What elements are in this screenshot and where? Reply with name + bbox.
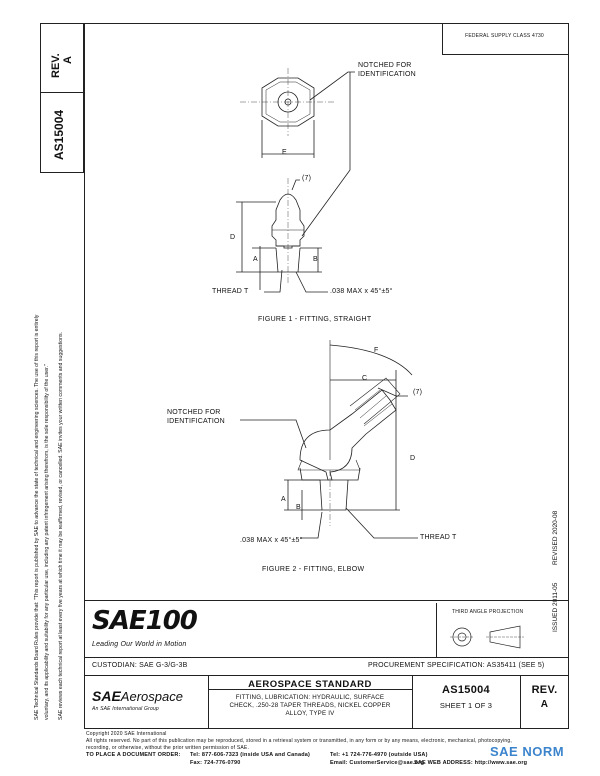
fig1-dim-E: E [282, 149, 287, 156]
fig2-dim-F: F [374, 347, 379, 354]
sae-norm-watermark: SAE NORM [490, 744, 565, 759]
fax: Fax: 724-776-0790 [190, 760, 241, 766]
title-line-1: FITTING, LUBRICATION: HYDRAULIC, SURFACE [235, 694, 385, 701]
fig2-radius: (7) [413, 389, 423, 396]
brand-subline: An SAE International Group [92, 706, 159, 712]
fig1-dim-B: B [313, 256, 318, 263]
sae-aerospace-brand: SAEAerospace [92, 688, 183, 706]
order-label: TO PLACE A DOCUMENT ORDER: [86, 752, 181, 758]
third-angle-box [436, 603, 545, 657]
tb-divider-1 [208, 675, 209, 729]
fig1-notch-label-2: IDENTIFICATION [358, 71, 416, 78]
fig2-notch-label-1: NOTCHED FOR [167, 409, 221, 416]
fig2-dim-B: B [296, 504, 301, 511]
procurement-spec: PROCUREMENT SPECIFICATION: AS35411 (SEE … [368, 662, 545, 669]
figure1-drawing [236, 68, 355, 293]
figure2-drawing [240, 340, 418, 539]
custodian: CUSTODIAN: SAE G-3/G-3B [92, 662, 188, 669]
fsc-box [442, 23, 569, 55]
fig2-thread: THREAD T [420, 534, 457, 541]
rev-label: REV. [50, 53, 62, 78]
fig1-dim-A: A [253, 256, 258, 263]
doc-number-vertical: AS15004 [52, 109, 66, 160]
sae100-logo-100: 100 [145, 606, 198, 636]
tb-divider-2 [412, 675, 413, 729]
row-divider [84, 675, 569, 676]
tb-rev-value: A [540, 699, 549, 710]
fig1-chamfer: .038 MAX x 45°±5° [330, 288, 393, 295]
sheet-number: SHEET 1 OF 3 [439, 701, 493, 710]
standard-heading: AEROSPACE STANDARD [248, 679, 372, 690]
rev-box [40, 23, 84, 93]
rev-value: A [62, 56, 74, 64]
email: Email: CustomerService@sae.org [330, 760, 425, 766]
tb-rev-label: REV. [531, 684, 558, 696]
fig2-dim-C: C [362, 375, 368, 382]
tb-heading-rule [208, 689, 412, 690]
title-line-3: ALLOY, TYPE IV [285, 710, 335, 717]
figure2-caption: FIGURE 2 - FITTING, ELBOW [262, 566, 365, 573]
third-angle-symbol [450, 625, 524, 649]
doc-number-box [40, 93, 84, 173]
tagline: Leading Our World in Motion [92, 641, 187, 648]
revised-date: REVISED 2020-08 [552, 510, 559, 565]
tb-divider-3 [520, 675, 521, 729]
fig1-notch-label-1: NOTCHED FOR [358, 62, 412, 69]
title-line-2: CHECK, .250-28 TAPER THREADS, NICKEL COP… [229, 702, 391, 709]
logo-band [84, 600, 569, 658]
tel-inside: Tel: 877-606-7323 (inside USA and Canada… [190, 752, 311, 758]
legal-notice-3: SAE reviews each technical report at lea… [58, 332, 64, 720]
fig1-dim-D: D [230, 234, 236, 241]
fig1-radius: (7) [302, 175, 312, 182]
sae100-logo-sae: SAE [92, 606, 147, 636]
brand-aerospace: Aerospace [120, 689, 183, 704]
fig2-notch-label-2: IDENTIFICATION [167, 418, 225, 425]
sae100-logo: SAE100 [92, 606, 198, 636]
copyright: Copyright 2020 SAE International [86, 731, 167, 737]
legal-notice-2: voluntary, and its applicability and sui… [44, 364, 50, 720]
fig2-dim-A: A [281, 496, 286, 503]
rights-line-1: All rights reserved. No part of this pub… [86, 738, 512, 744]
fig2-chamfer: .038 MAX x 45°±5° [240, 537, 303, 544]
tb-doc-number: AS15004 [442, 684, 490, 696]
fig1-thread: THREAD T [212, 288, 249, 295]
rights-line-2: recording, or otherwise, without the pri… [86, 745, 250, 751]
legal-notice-1: SAE Technical Standards Board Rules prov… [34, 314, 40, 720]
drawing-frame [84, 23, 569, 729]
tel-outside: Tel: +1 724-776-4970 (outside USA) [330, 752, 428, 758]
fsc-text: FEDERAL SUPPLY CLASS 4730 [465, 33, 544, 39]
third-angle-label: THIRD ANGLE PROJECTION [452, 609, 524, 615]
figure1-caption: FIGURE 1 - FITTING, STRAIGHT [258, 316, 372, 323]
web-address[interactable]: SAE WEB ADDRESS: http://www.sae.org [414, 760, 528, 766]
fig2-dim-D: D [410, 455, 416, 462]
brand-sae: SAE [92, 688, 121, 704]
